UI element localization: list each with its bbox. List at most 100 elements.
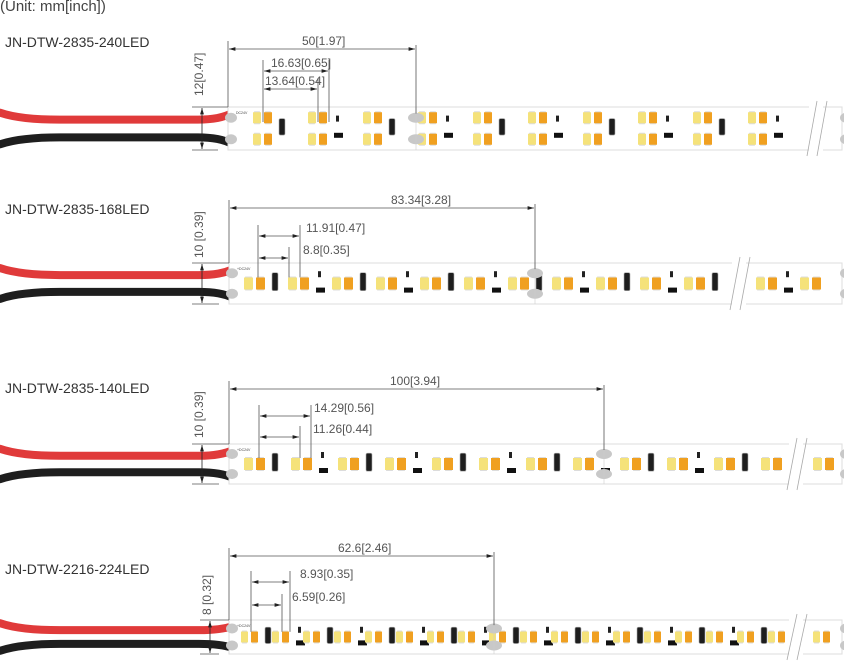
led-warm [397, 458, 406, 470]
led-cool [308, 133, 316, 145]
ic-chip [444, 132, 453, 138]
capacitor [546, 626, 549, 633]
capacitor [406, 271, 409, 278]
led-warm [256, 277, 265, 290]
led-cool [308, 112, 316, 124]
solder-pad [226, 640, 238, 651]
led-warm [375, 631, 382, 643]
ic-chip [730, 640, 739, 646]
led-cool [520, 631, 527, 643]
led-warm [759, 112, 767, 124]
led-cool [427, 631, 434, 643]
wire-black [0, 133, 236, 149]
led-pitch-outer-dim-label: 11.91[0.47] [306, 221, 365, 235]
capacitor [336, 115, 339, 122]
led-cool [573, 458, 582, 470]
led-cool [396, 631, 403, 643]
wire-red [0, 619, 237, 635]
capacitor [422, 626, 425, 633]
led-warm [344, 631, 351, 643]
led-warm [592, 631, 599, 643]
led-cool [552, 277, 561, 290]
led-cool [376, 277, 385, 290]
capacitor [318, 271, 321, 278]
break-line [816, 100, 828, 157]
capacitor [494, 271, 497, 278]
led-warm [696, 277, 705, 290]
led-cool [253, 112, 261, 124]
led-cool [583, 133, 591, 145]
ic-chip [507, 468, 516, 473]
led-cool [813, 631, 820, 643]
led-cool [667, 458, 676, 470]
led-cool [714, 458, 723, 470]
led-warm [282, 631, 289, 643]
wire-red [0, 444, 237, 460]
solder-pad [225, 134, 237, 145]
led-warm [491, 458, 500, 470]
led-cool [244, 458, 253, 470]
led-cool [800, 277, 809, 290]
capacitor [446, 115, 449, 122]
led-warm [632, 458, 641, 470]
led-cool [464, 277, 473, 290]
model-name-168led: JN-DTW-2835-168LED [5, 201, 150, 217]
cut-length-dim-label: 100[3.94] [390, 374, 440, 388]
led-warm [623, 631, 630, 643]
resistor [498, 118, 506, 136]
resistor [553, 452, 561, 472]
resistor [388, 118, 396, 136]
led-cool [291, 458, 300, 470]
led-cool [303, 631, 310, 643]
led-cool [458, 631, 465, 643]
ic-chip [492, 287, 501, 293]
resistor [278, 118, 286, 136]
model-name-240led: JN-DTW-2835-240LED [5, 34, 150, 50]
led-warm [539, 112, 547, 124]
led-warm [406, 631, 413, 643]
led-cool [620, 458, 629, 470]
wire-black [0, 639, 237, 655]
led-warm [564, 277, 573, 290]
led-warm [429, 112, 437, 124]
led-warm [685, 631, 692, 643]
resistor [271, 272, 279, 292]
capacitor [321, 452, 324, 458]
led-warm [388, 277, 397, 290]
width-dim-label: 12[0.47] [192, 53, 206, 96]
led-warm [759, 133, 767, 145]
led-cool [748, 133, 756, 145]
resistor [450, 626, 458, 644]
led-warm [437, 631, 444, 643]
ic-chip [334, 132, 343, 138]
led-warm [300, 277, 309, 290]
led-warm [594, 112, 602, 124]
led-cool [332, 277, 341, 290]
wire-red [0, 264, 237, 280]
led-cool [334, 631, 341, 643]
resistor [264, 626, 272, 644]
wire-black [0, 287, 237, 303]
led-warm [649, 112, 657, 124]
break-line [806, 100, 818, 157]
capacitor [786, 271, 789, 278]
led-warm [594, 133, 602, 145]
resistor [608, 118, 616, 136]
led-warm [726, 458, 735, 470]
led-warm [539, 133, 547, 145]
led-cool [551, 631, 558, 643]
ic-chip [358, 640, 367, 646]
led-cool [241, 631, 248, 643]
led-cool [768, 631, 775, 643]
led-pitch-inner-dim-label: 6.59[0.26] [292, 590, 345, 604]
led-warm [476, 277, 485, 290]
led-cool [583, 112, 591, 124]
led-cool [582, 631, 589, 643]
led-pitch-inner-dim-label: 11.26[0.44] [313, 422, 372, 436]
pad-label: DC24V [236, 111, 248, 115]
capacitor [732, 626, 735, 633]
led-cool [748, 112, 756, 124]
